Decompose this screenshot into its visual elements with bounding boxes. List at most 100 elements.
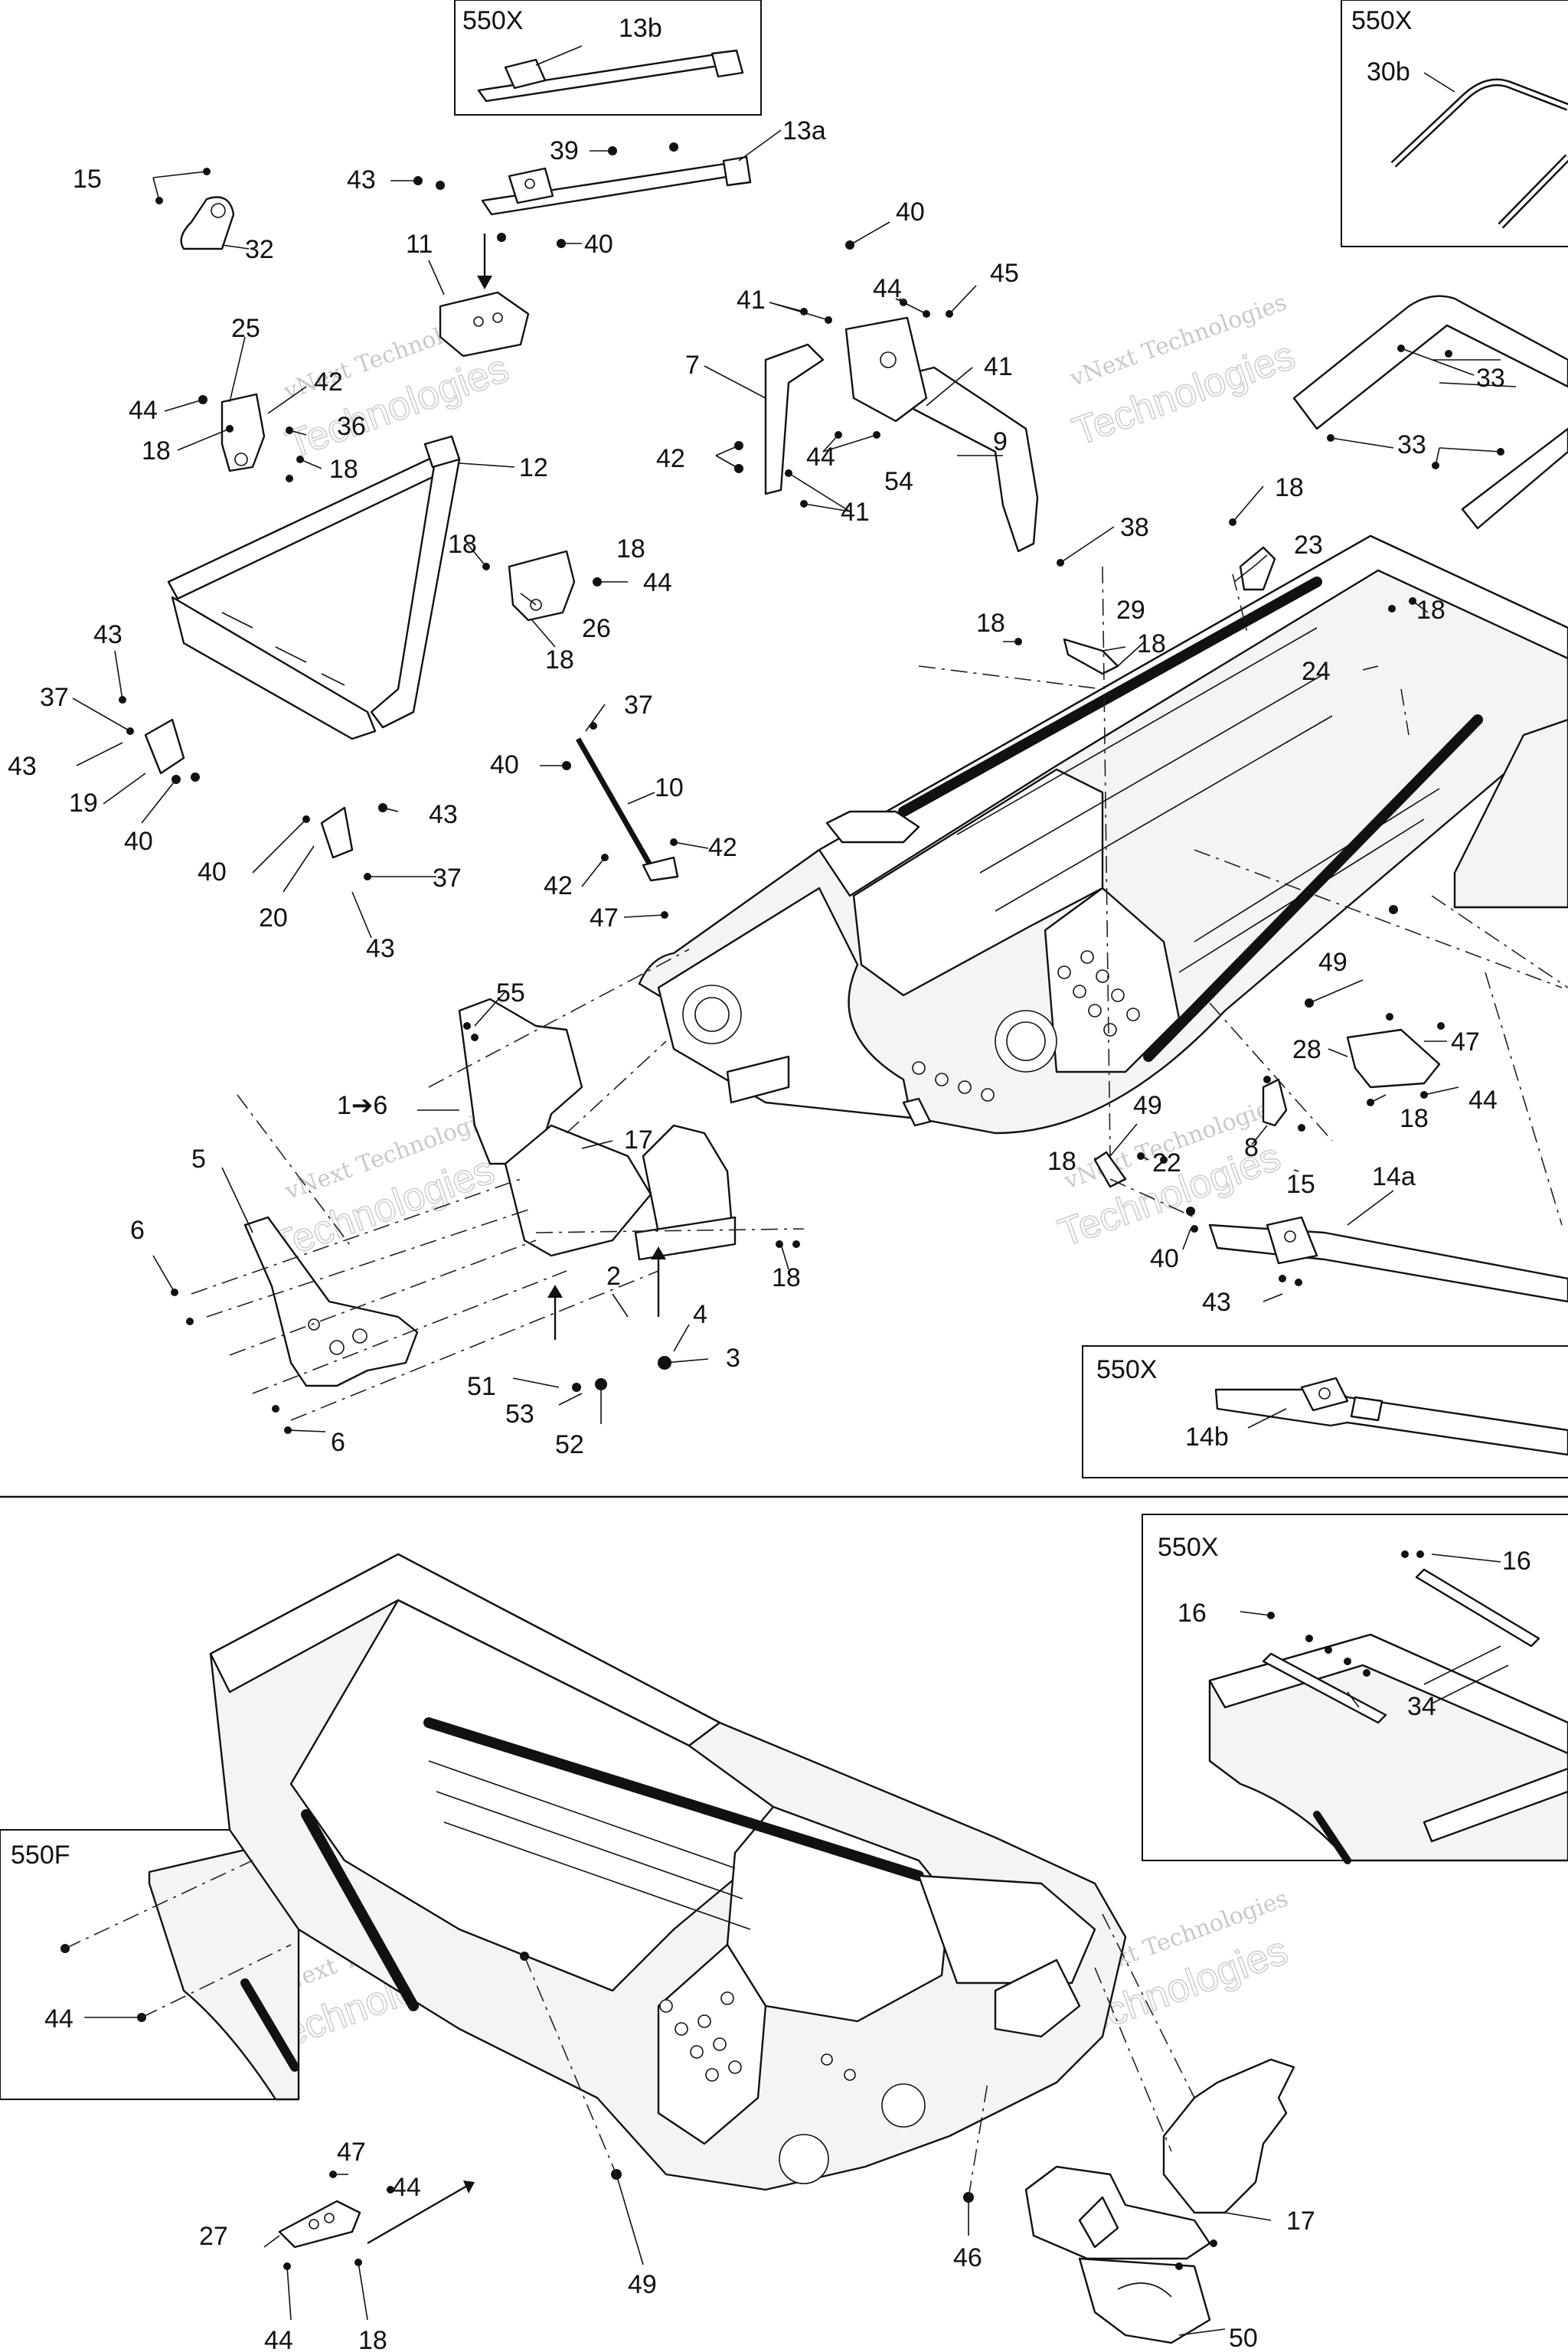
callout-29: 29 <box>1116 596 1145 625</box>
fasteners-bottom <box>60 1550 1424 2270</box>
callout-40: 40 <box>584 230 613 259</box>
callout-44: 44 <box>392 2173 421 2202</box>
callout-28: 28 <box>1292 1035 1321 1064</box>
callout-37: 37 <box>40 683 69 712</box>
part-14a-arm <box>1208 1216 1568 1303</box>
callout-52: 52 <box>555 1430 584 1459</box>
chassis-bottom <box>209 1553 1127 2191</box>
callout-12: 12 <box>519 453 548 482</box>
callout-54: 54 <box>884 467 913 496</box>
callouts: 13b 13a 30b 39 43 40 15 32 11 40 45 41 4… <box>8 14 1531 2352</box>
chassis-top <box>638 534 1568 1135</box>
callout-32: 32 <box>245 235 274 264</box>
part-1-6-front-frame <box>458 998 652 1257</box>
callout-34: 34 <box>1407 1692 1436 1721</box>
callout-49: 49 <box>1318 948 1348 977</box>
part-33-frame <box>1292 295 1568 530</box>
callout-16: 16 <box>1502 1547 1531 1576</box>
callout-43: 43 <box>347 165 376 194</box>
callout-18: 18 <box>976 609 1005 638</box>
part-12-a-frame <box>167 435 461 740</box>
callout-37: 37 <box>624 691 653 720</box>
callout-15: 15 <box>1286 1170 1315 1199</box>
callout-39: 39 <box>550 136 579 165</box>
callout-18: 18 <box>1400 1104 1429 1133</box>
part-19-20-brackets <box>144 718 354 859</box>
callout-42: 42 <box>314 368 343 397</box>
callout-18: 18 <box>329 455 358 484</box>
callout-49: 49 <box>1133 1091 1162 1120</box>
inset-16: 550X <box>1142 1514 1568 1864</box>
inset-label: 550X <box>462 6 523 35</box>
callout-14a: 14a <box>1372 1162 1416 1191</box>
inset-label: 550X <box>1351 6 1412 35</box>
leader-lines-top <box>72 45 1501 1432</box>
callout-42: 42 <box>656 444 685 473</box>
callout-18: 18 <box>1047 1147 1076 1176</box>
callout-8: 8 <box>1244 1133 1259 1162</box>
part-17-lower-front-frame <box>1024 2058 1295 2260</box>
callout-30b: 30b <box>1367 57 1410 87</box>
part-50-plate <box>1078 2257 1211 2344</box>
arrows-bottom <box>367 2180 475 2245</box>
arrows-top <box>477 234 666 1340</box>
callout-18: 18 <box>448 530 477 559</box>
callout-11: 11 <box>406 230 433 259</box>
callout-19: 19 <box>69 789 98 818</box>
callout-41: 41 <box>984 352 1013 381</box>
callout-44: 44 <box>264 2326 293 2352</box>
callout-40: 40 <box>896 198 925 227</box>
callout-22: 22 <box>1152 1148 1181 1178</box>
callout-44: 44 <box>129 396 158 425</box>
callout-51: 51 <box>467 1372 496 1401</box>
part-32-bracket <box>180 196 235 250</box>
callout-33: 33 <box>1476 364 1505 393</box>
callout-49: 49 <box>628 2270 657 2299</box>
callout-18: 18 <box>616 534 645 564</box>
callout-45: 45 <box>990 259 1019 288</box>
callout-37: 37 <box>433 864 462 893</box>
callout-26: 26 <box>582 614 611 643</box>
callout-41: 41 <box>841 498 870 527</box>
callout-43: 43 <box>429 800 458 829</box>
chassis-bottom-holes <box>659 1991 856 2082</box>
inset-30b: 550X <box>1341 0 1568 247</box>
callout-18: 18 <box>1416 596 1446 625</box>
callout-10: 10 <box>655 773 684 802</box>
callout-53: 53 <box>505 1400 534 1429</box>
callout-40: 40 <box>124 827 153 856</box>
callout-43: 43 <box>93 620 122 649</box>
callout-5: 5 <box>191 1145 206 1174</box>
callout-47: 47 <box>337 2138 366 2167</box>
inset-13b: 550X <box>454 0 762 116</box>
callout-20: 20 <box>259 903 288 933</box>
callout-18: 18 <box>1275 473 1304 502</box>
callout-16: 16 <box>1178 1599 1207 1628</box>
callout-18: 18 <box>142 436 171 466</box>
part-7-bracket <box>764 343 825 495</box>
callout-7: 7 <box>685 351 700 380</box>
callout-18: 18 <box>358 2326 387 2352</box>
part-23-bracket <box>1239 546 1276 591</box>
assembly-lines-bottom <box>64 1860 1195 2198</box>
callout-43: 43 <box>8 752 37 781</box>
callout-17: 17 <box>624 1125 653 1155</box>
callout-40: 40 <box>490 750 519 779</box>
assembly-lines-top <box>191 566 1568 1421</box>
callout-46: 46 <box>953 2243 982 2272</box>
callout-24: 24 <box>1302 657 1331 686</box>
part-10-strut <box>575 737 679 882</box>
callout-33: 33 <box>1397 430 1426 459</box>
chassis-holes <box>912 950 1140 1102</box>
inset-14b: 550X <box>1082 1345 1568 1478</box>
part-13a-tube <box>481 155 752 216</box>
callout-13a: 13a <box>782 116 826 145</box>
callout-41: 41 <box>737 286 766 315</box>
callout-3: 3 <box>726 1344 740 1373</box>
part-5-plate <box>243 1216 419 1387</box>
callout-23: 23 <box>1294 531 1323 560</box>
callout-14b: 14b <box>1185 1423 1229 1452</box>
callout-27: 27 <box>199 2222 228 2251</box>
part-29-bracket <box>1063 638 1119 675</box>
callout-42: 42 <box>544 871 573 900</box>
